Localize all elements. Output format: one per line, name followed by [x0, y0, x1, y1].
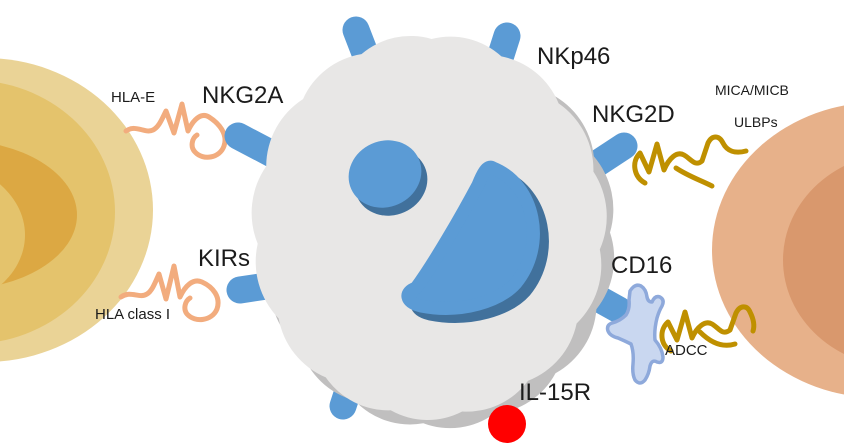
- label-nkp46: NKp46: [537, 43, 611, 70]
- nk-nucleus-oval-body: [348, 140, 422, 208]
- adcc-ligand-squiggle-tail: [697, 329, 738, 348]
- nk-cell-body: [251, 35, 607, 420]
- nk-nucleus-crescent-body: [401, 160, 540, 315]
- label-mica-micb: MICA/MICB: [715, 82, 789, 98]
- mica-ulbp-ligand-squiggle: [632, 134, 749, 186]
- label-cd16: CD16: [611, 252, 673, 279]
- nk-nucleus-crescent: [401, 160, 549, 323]
- activating-ligands: [632, 134, 757, 354]
- inhibitory-ligands: [118, 101, 228, 323]
- target-cell-left-nucleus-highlight: [0, 184, 25, 286]
- cd16-antibody: [605, 283, 665, 385]
- label-ulbps: ULBPs: [734, 114, 778, 130]
- label-kirs: KIRs: [198, 245, 251, 272]
- label-adcc: ADCC: [665, 342, 708, 359]
- il15-molecule: [488, 405, 526, 443]
- hla-class-i-ligand-squiggle: [118, 263, 221, 323]
- adcc-ligand-squiggle: [659, 304, 757, 354]
- label-hla-class-i: HLA class I: [95, 306, 171, 323]
- hla-e-ligand-squiggle: [123, 101, 228, 160]
- label-hla-e: HLA-E: [111, 89, 156, 106]
- label-nkg2a: NKG2A: [202, 82, 284, 109]
- label-il15r: IL-15R: [519, 379, 592, 406]
- target-cell-right-nucleus: [783, 165, 844, 355]
- label-nkg2d: NKG2D: [592, 101, 675, 128]
- mica-ulbp-ligand-squiggle-tail: [673, 165, 715, 189]
- target-cell-left: [0, 58, 153, 362]
- nk-nucleus-oval: [348, 140, 428, 216]
- target-cell-right: [712, 105, 844, 395]
